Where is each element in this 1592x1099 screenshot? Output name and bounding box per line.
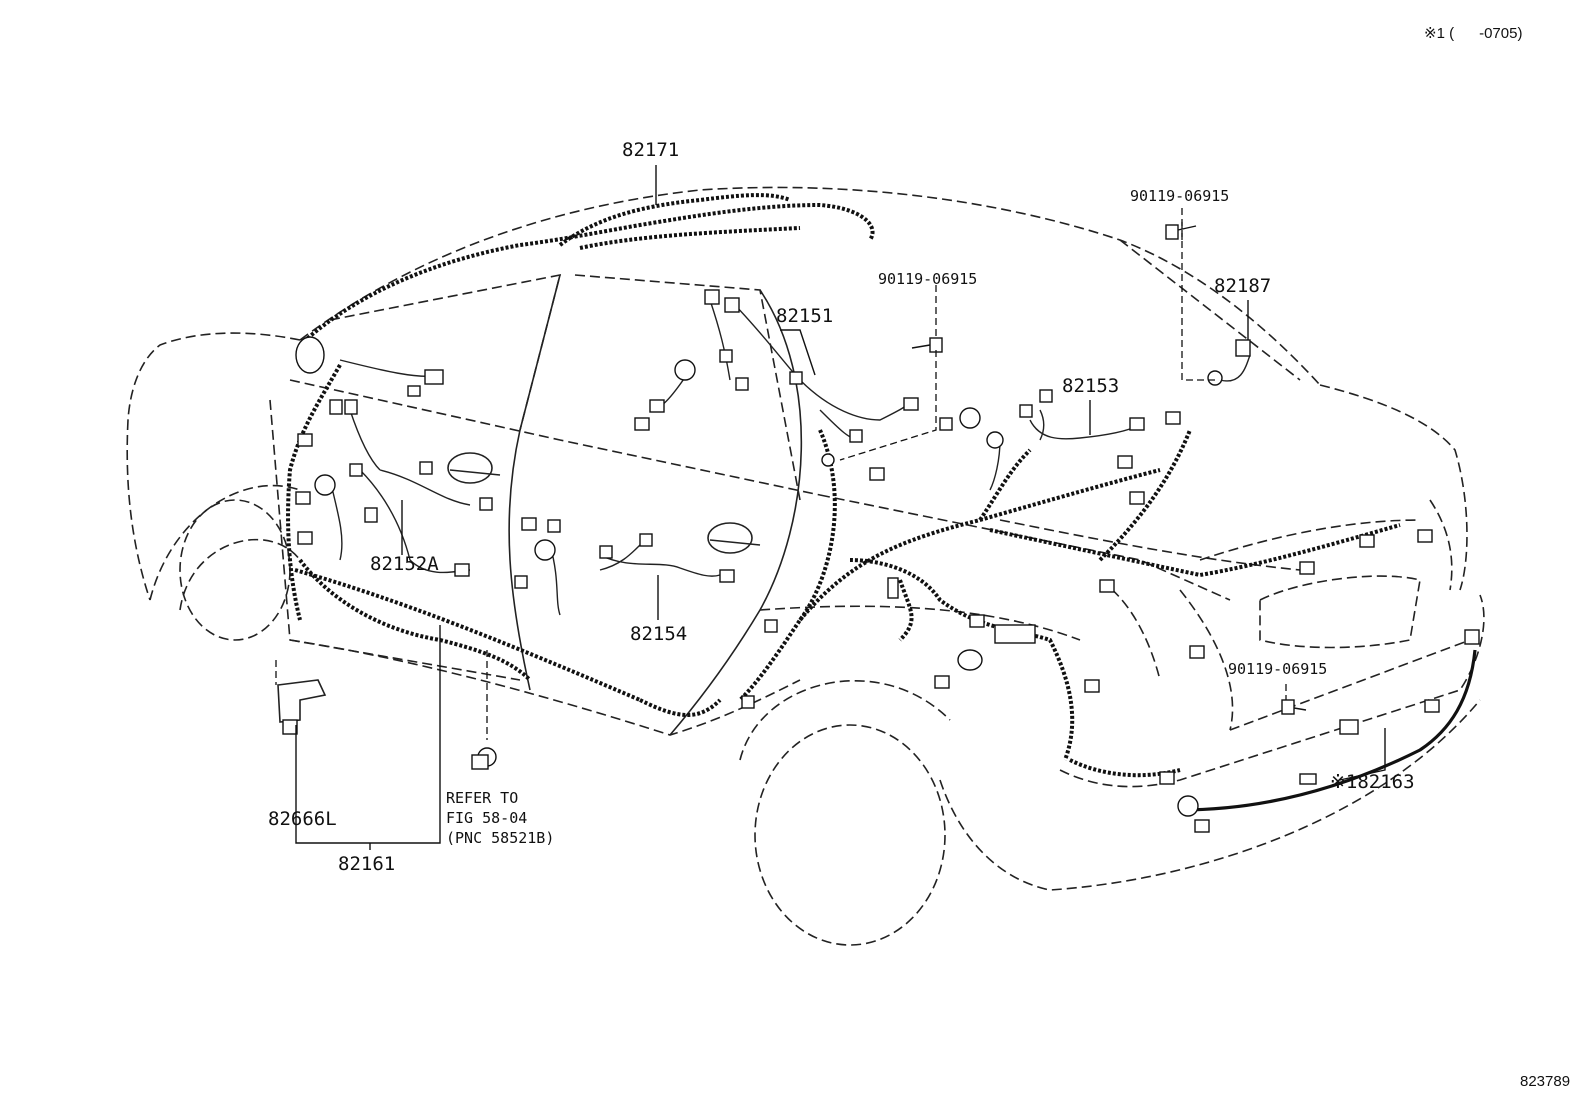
part-label-82666L: 82666L: [268, 808, 337, 830]
figure-code: 823789: [1520, 1073, 1570, 1090]
connectors-and-wires: [275, 289, 1480, 833]
part-label-82151: 82151: [776, 305, 833, 327]
part-label-82161: 82161: [338, 853, 395, 875]
bolts: [911, 224, 1307, 715]
bolt-icon: [911, 337, 943, 353]
connector: [344, 399, 358, 415]
reference-line-2: FIG 58-04: [446, 809, 527, 827]
leader-lines: [295, 165, 1386, 850]
part-label-bolt-center: 90119-06915: [878, 270, 977, 288]
part-label-82153: 82153: [1062, 375, 1119, 397]
part-label-bolt-lower-right: 90119-06915: [1228, 660, 1327, 678]
reference-line-3: (PNC 58521B): [446, 829, 554, 847]
reference-line-1: REFER TO: [446, 789, 518, 807]
part-label-82163: ※182163: [1330, 771, 1415, 793]
applicability-note: ※1 ( -0705): [1424, 25, 1522, 42]
car-body-outline: [126, 186, 1485, 946]
part-labels: 82171 82151 82153 82187 82152A 82154 826…: [268, 139, 1415, 875]
part-label-82152A: 82152A: [370, 553, 439, 575]
part-label-82154: 82154: [630, 623, 687, 645]
part-label-82171: 82171: [622, 139, 679, 161]
bolt-icon: [1165, 224, 1197, 240]
part-label-bolt-upper-right: 90119-06915: [1130, 187, 1229, 205]
part-label-82187: 82187: [1214, 275, 1271, 297]
bolt-icon: [1281, 699, 1307, 715]
